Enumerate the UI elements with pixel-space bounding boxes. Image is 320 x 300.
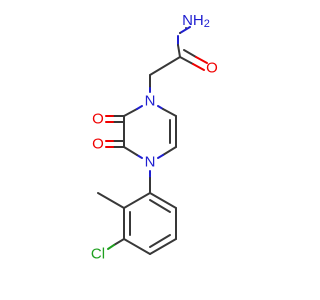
bond-cl-b xyxy=(107,244,115,250)
bond-ph-45-double xyxy=(149,234,171,248)
molecule-diagram: NH2 O N N O O Cl xyxy=(91,12,218,263)
bond-co-b1 xyxy=(183,49,197,58)
bond-ph-45 xyxy=(149,238,177,255)
bond-amide-n xyxy=(179,26,191,34)
amide-nh2-label: NH2 xyxy=(182,12,210,31)
bond-co-a1 xyxy=(179,56,194,65)
bond-c5-n4-a xyxy=(162,146,177,156)
bond-methyl xyxy=(97,192,125,209)
bond-n-c-b xyxy=(177,44,181,58)
chlorine-label: Cl xyxy=(91,246,105,263)
bond-ph-61 xyxy=(149,192,177,209)
ring-n4-label: N xyxy=(145,154,156,171)
bond-ph-34 xyxy=(123,238,151,255)
bond-ph-61-double xyxy=(149,199,171,213)
bond-c-ch2 xyxy=(149,56,181,76)
bond-cl-a xyxy=(113,238,125,246)
bond-c2-n1-a xyxy=(123,108,138,117)
keto-oxygen-upper-label: O xyxy=(92,111,104,128)
ring-n1-label: N xyxy=(145,93,156,110)
bond-n1-c6-b xyxy=(162,108,177,117)
keto-oxygen-lower-label: O xyxy=(92,136,104,153)
structure-canvas: NH2 O N N O O Cl xyxy=(91,12,218,263)
bond-co-a2 xyxy=(192,63,205,71)
amide-oxygen-label: O xyxy=(206,60,218,77)
bond-c5-n4-b xyxy=(157,154,164,159)
bond-c2-n1-b xyxy=(136,105,143,110)
bond-co-b2 xyxy=(195,56,208,64)
bond-ph-12 xyxy=(123,192,151,209)
bond-n4-c3-b xyxy=(123,146,138,156)
